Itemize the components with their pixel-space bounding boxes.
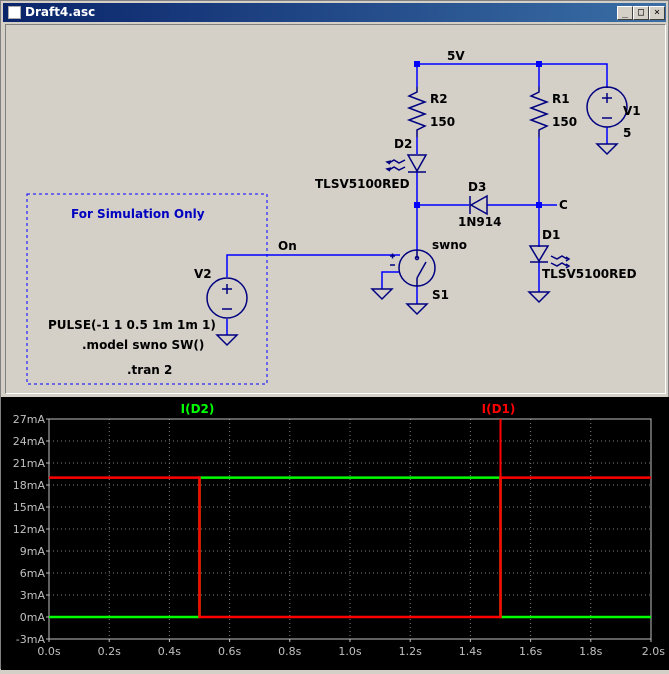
d3-name-label: D3 bbox=[468, 180, 486, 194]
d2-name-label: D2 bbox=[394, 137, 412, 151]
d2-model-label[interactable]: TLSV5100RED bbox=[315, 177, 410, 191]
wire-on bbox=[226, 254, 400, 277]
resistor-r2-symbol[interactable] bbox=[406, 87, 428, 137]
voltage-source-v2-symbol[interactable] bbox=[206, 277, 248, 319]
x-tick-label: 1.4s bbox=[459, 645, 482, 658]
ground-icon bbox=[527, 291, 551, 304]
led-d2-symbol[interactable] bbox=[385, 154, 428, 173]
trace-label[interactable]: I(D2) bbox=[181, 402, 215, 416]
y-tick-label: 18mA bbox=[13, 479, 46, 492]
r2-value-label[interactable]: 150 bbox=[430, 115, 455, 129]
y-tick-label: 3mA bbox=[20, 589, 46, 602]
junction-dot bbox=[536, 61, 542, 67]
trace-label[interactable]: I(D1) bbox=[482, 402, 516, 416]
y-tick-label: 27mA bbox=[13, 413, 46, 426]
x-tick-label: 1.8s bbox=[579, 645, 602, 658]
x-tick-label: 0.2s bbox=[98, 645, 121, 658]
voltage-switch-s1-symbol[interactable] bbox=[390, 249, 436, 287]
led-d1-symbol[interactable] bbox=[528, 245, 571, 269]
junction-dot bbox=[414, 61, 420, 67]
junction-dot bbox=[414, 202, 420, 208]
ground-icon bbox=[370, 288, 394, 301]
y-tick-label: 6mA bbox=[20, 567, 46, 580]
wires bbox=[226, 63, 608, 335]
resistor-r1-symbol[interactable] bbox=[528, 87, 550, 137]
junction-dot bbox=[536, 202, 542, 208]
minimize-button[interactable]: _ bbox=[617, 6, 633, 20]
net-label-5v[interactable]: 5V bbox=[447, 49, 465, 63]
y-tick-label: 24mA bbox=[13, 435, 46, 448]
v2-name-label: V2 bbox=[194, 267, 212, 281]
trace-id1[interactable] bbox=[49, 476, 651, 619]
schematic-canvas[interactable]: 5V R2 150 R1 150 V1 5 D2 TLSV5100RED D3 … bbox=[5, 24, 666, 394]
v1-name-label: V1 bbox=[623, 104, 641, 118]
y-tick-label: 0mA bbox=[20, 611, 46, 624]
net-label-on[interactable]: On bbox=[278, 239, 297, 253]
title-bar: Draft4.asc _ □ × bbox=[3, 3, 666, 22]
wire-ctrl-neg bbox=[381, 271, 400, 289]
y-tick-label: 9mA bbox=[20, 545, 46, 558]
x-tick-label: 1.6s bbox=[519, 645, 542, 658]
waveform-viewer[interactable]: -3mA 0mA 3mA 6mA 9mA 12mA 15mA 18mA 21mA 24mA 27mA… bbox=[1, 397, 669, 670]
simulation-only-title: For Simulation Only bbox=[71, 207, 205, 221]
schematic-svg: 5V R2 150 R1 150 V1 5 D2 TLSV5100RED D3 … bbox=[26, 49, 641, 385]
ground-icon bbox=[595, 143, 619, 156]
d3-model-label[interactable]: 1N914 bbox=[458, 215, 501, 229]
junctions bbox=[414, 61, 542, 208]
x-tick-label: 1.0s bbox=[338, 645, 361, 658]
x-tick-label: 0.4s bbox=[158, 645, 181, 658]
maximize-button[interactable]: □ bbox=[633, 6, 649, 20]
diode-d3-symbol[interactable] bbox=[469, 194, 488, 216]
y-tick-label: 12mA bbox=[13, 523, 46, 536]
simulation-only-box[interactable] bbox=[26, 193, 268, 385]
v2-pulse-directive[interactable]: PULSE(-1 1 0.5 1m 1m 1) bbox=[48, 318, 216, 332]
tran-directive[interactable]: .tran 2 bbox=[127, 363, 172, 377]
y-tick-label: -3mA bbox=[16, 633, 46, 646]
window-title: Draft4.asc bbox=[25, 5, 96, 19]
s1-name-label: S1 bbox=[432, 288, 449, 302]
trace-id2[interactable] bbox=[49, 476, 651, 619]
v1-value-label[interactable]: 5 bbox=[623, 126, 631, 140]
net-label-c[interactable]: C bbox=[559, 198, 568, 212]
x-tick-label: 0.6s bbox=[218, 645, 241, 658]
waveform-plot[interactable]: -3mA 0mA 3mA 6mA 9mA 12mA 15mA 18mA 21mA 24mA 27mA… bbox=[1, 397, 669, 670]
y-tick-label: 21mA bbox=[13, 457, 46, 470]
d1-name-label: D1 bbox=[542, 228, 560, 242]
r1-name-label: R1 bbox=[552, 92, 570, 106]
d1-model-label[interactable]: TLSV5100RED bbox=[542, 267, 637, 281]
x-tick-label: 0.0s bbox=[37, 645, 60, 658]
x-tick-label: 0.8s bbox=[278, 645, 301, 658]
r1-value-label[interactable]: 150 bbox=[552, 115, 577, 129]
ground-icon bbox=[405, 303, 429, 316]
wire-5v-rail bbox=[416, 63, 608, 87]
x-tick-label: 2.0s bbox=[642, 645, 665, 658]
ground-icon bbox=[215, 334, 239, 347]
voltage-source-v1-symbol[interactable] bbox=[586, 86, 628, 128]
x-tick-label: 1.2s bbox=[399, 645, 422, 658]
model-directive[interactable]: .model swno SW() bbox=[82, 338, 204, 352]
y-tick-label: 15mA bbox=[13, 501, 46, 514]
close-button[interactable]: × bbox=[649, 6, 665, 20]
r2-name-label: R2 bbox=[430, 92, 448, 106]
s1-model-label[interactable]: swno bbox=[432, 238, 467, 252]
schematic-document-icon bbox=[8, 6, 21, 19]
